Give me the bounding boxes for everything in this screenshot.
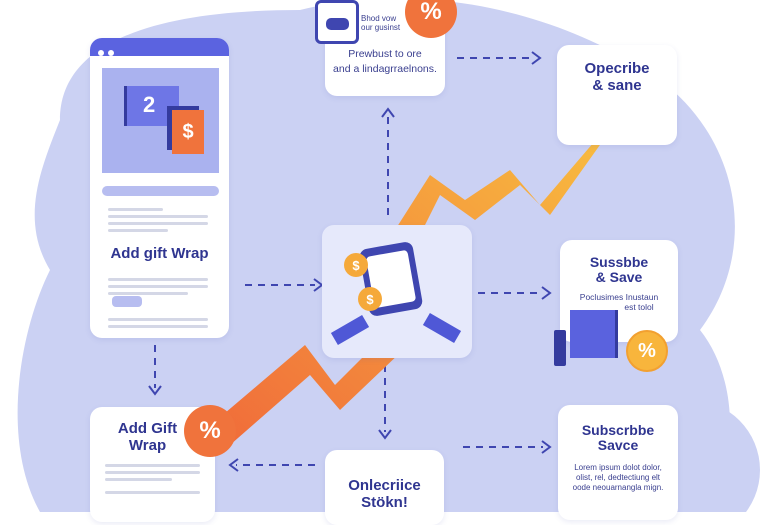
center-card: $ $	[322, 225, 472, 358]
bottom-title-1: Onlecriice	[348, 477, 421, 494]
hand-icon	[330, 314, 370, 346]
subscribe-title-2: & Save	[595, 269, 643, 286]
subscribe-desc-2: est tolol	[624, 302, 654, 313]
hand-icon	[554, 330, 566, 366]
opecribe-card: Opecribe & sane	[557, 45, 677, 145]
dollar-card-icon: $	[172, 110, 204, 154]
savce-desc-3: oode neouarnangla mign.	[572, 482, 664, 492]
robot-icon	[315, 0, 359, 44]
savce-title-2: Savce	[597, 437, 639, 454]
percent-badge-subscribe: %	[626, 330, 668, 372]
cart-illustration: 2 $	[102, 68, 219, 173]
icon-label-1: Bhod vow	[361, 14, 397, 23]
subscribe-savce-card: Subscrbbe Savce Lorem ipsum dolot dolor,…	[558, 405, 678, 520]
coin-icon: $	[358, 287, 382, 311]
top-card-text-2: and a lindagrraelnons.	[333, 63, 437, 75]
gift-title-2: Wrap	[128, 436, 167, 454]
cart-icon: 2	[124, 86, 179, 126]
opecribe-title-2: & sane	[592, 76, 642, 94]
gift-title-1: Add Gift	[117, 420, 178, 437]
opecribe-title-1: Opecribe	[584, 60, 650, 77]
phone-card: 2 $ Add gift Wrap	[90, 38, 229, 338]
percent-badge-gift: %	[184, 405, 236, 457]
savce-desc-1: Lorem ipsum dolot dolor,	[574, 462, 662, 472]
subscribe-title-1: Sussbbe	[589, 254, 649, 270]
box-icon	[570, 310, 618, 358]
coin-icon: $	[344, 253, 368, 277]
icon-label-2: our gusinst	[361, 23, 401, 32]
percent-badge-top: %	[405, 0, 457, 38]
hand-icon	[422, 312, 462, 344]
savce-title-1: Subscrbbe	[581, 422, 655, 438]
bottom-title-2: Stökn!	[361, 493, 408, 511]
phone-card-title: Add gift Wrap	[110, 245, 209, 262]
phone-header	[90, 38, 229, 56]
savce-desc-2: olist, rel, dedtectiung elt	[575, 472, 661, 482]
subscribe-desc-1: Poclusimes Inustaun	[579, 291, 659, 302]
phone-button[interactable]	[112, 296, 142, 307]
onlecriice-card: Onlecriice Stökn!	[325, 450, 444, 525]
top-card-text-1: Prewbust to ore	[348, 48, 422, 60]
